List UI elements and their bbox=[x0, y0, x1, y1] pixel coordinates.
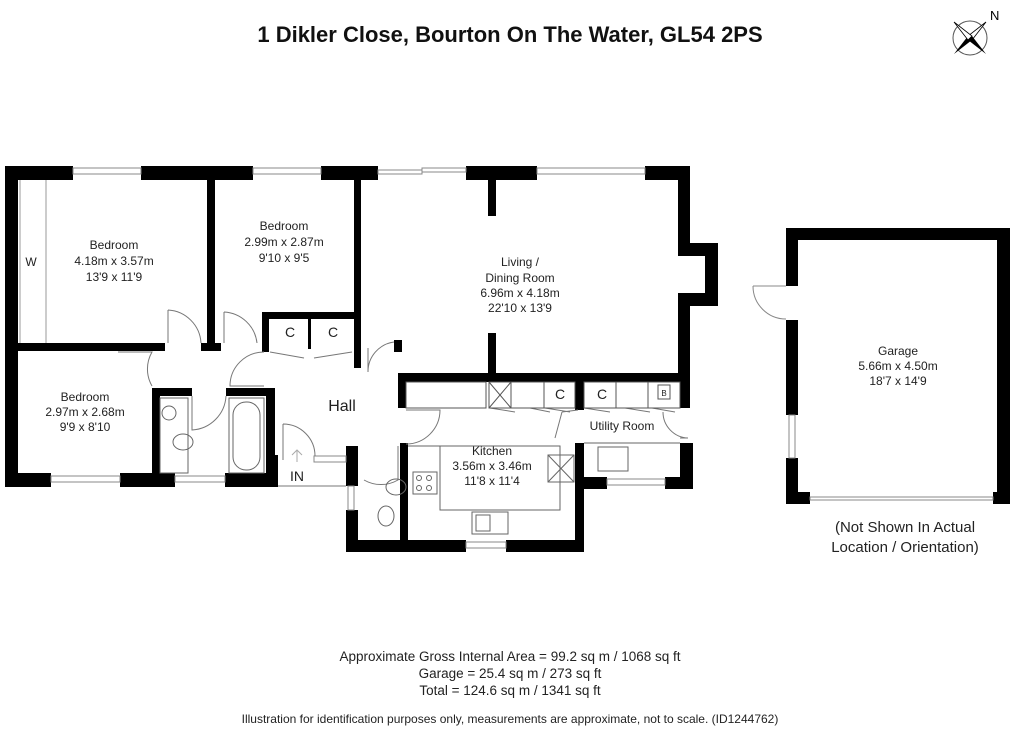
room-metric-bedroom-3: 2.97m x 2.68m bbox=[45, 405, 124, 419]
house-walls bbox=[5, 166, 718, 552]
room-imperial-kitchen: 11'8 x 11'4 bbox=[464, 474, 520, 488]
storage-cupboards bbox=[405, 381, 681, 409]
total-area: Total = 124.6 sq m / 1341 sq ft bbox=[419, 683, 601, 698]
room-name-utility: Utility Room bbox=[590, 419, 655, 433]
room-name-hall: Hall bbox=[328, 398, 356, 415]
room-name-kitchen: Kitchen bbox=[472, 444, 512, 458]
room-name-dining: Dining Room bbox=[485, 271, 554, 285]
room-metric-kitchen: 3.56m x 3.46m bbox=[452, 459, 531, 473]
room-name-bedroom-2: Bedroom bbox=[260, 219, 309, 233]
compass-icon: N bbox=[952, 8, 999, 56]
cupboard-marker: C bbox=[597, 386, 607, 402]
room-imperial-bedroom-1: 13'9 x 11'9 bbox=[86, 270, 143, 284]
compass-north-label: N bbox=[990, 8, 999, 23]
cupboard-marker: C bbox=[555, 386, 565, 402]
room-metric-bedroom-2: 2.99m x 2.87m bbox=[244, 235, 323, 249]
plan-title: 1 Dikler Close, Bourton On The Water, GL… bbox=[257, 22, 763, 47]
door-swings bbox=[118, 309, 689, 486]
room-name-living: Living / bbox=[501, 255, 540, 269]
garage-note-line-2: Location / Orientation) bbox=[831, 539, 979, 556]
windows bbox=[50, 167, 666, 549]
room-name-bedroom-1: Bedroom bbox=[90, 238, 139, 252]
room-imperial-bedroom-2: 9'10 x 9'5 bbox=[259, 251, 310, 265]
room-metric-bedroom-1: 4.18m x 3.57m bbox=[74, 254, 153, 268]
cupboard-marker: C bbox=[285, 324, 295, 340]
room-metric-garage: 5.66m x 4.50m bbox=[858, 359, 937, 373]
room-imperial-bedroom-3: 9'9 x 8'10 bbox=[60, 420, 111, 434]
wardrobe-marker: W bbox=[25, 255, 37, 269]
garage-note: (Not Shown In Actual Location / Orientat… bbox=[780, 518, 1020, 558]
boiler-marker: B bbox=[661, 389, 666, 398]
cupboard-marker: C bbox=[328, 324, 338, 340]
garage-openings bbox=[752, 285, 994, 501]
room-imperial-garage: 18'7 x 14'9 bbox=[869, 374, 927, 388]
gross-internal-area: Approximate Gross Internal Area = 99.2 s… bbox=[339, 649, 681, 664]
garage-walls bbox=[786, 228, 1010, 504]
bathroom-fittings bbox=[19, 180, 407, 527]
room-name-garage: Garage bbox=[878, 344, 918, 358]
area-summary: Approximate Gross Internal Area = 99.2 s… bbox=[0, 648, 1020, 699]
plan-markers: W C C C C B IN bbox=[25, 255, 666, 484]
room-labels: Bedroom 4.18m x 3.57m 13'9 x 11'9 Bedroo… bbox=[45, 219, 937, 488]
room-metric-living: 6.96m x 4.18m bbox=[480, 286, 559, 300]
disclaimer: Illustration for identification purposes… bbox=[241, 712, 779, 726]
room-imperial-living: 22'10 x 13'9 bbox=[488, 301, 552, 315]
garage-area: Garage = 25.4 sq m / 273 sq ft bbox=[418, 666, 602, 681]
kitchen-fittings bbox=[408, 442, 680, 535]
entrance-arrow-icon bbox=[291, 449, 303, 462]
room-name-bedroom-3: Bedroom bbox=[61, 390, 110, 404]
garage-note-line-1: (Not Shown In Actual bbox=[834, 519, 976, 536]
entrance-marker: IN bbox=[290, 468, 304, 484]
